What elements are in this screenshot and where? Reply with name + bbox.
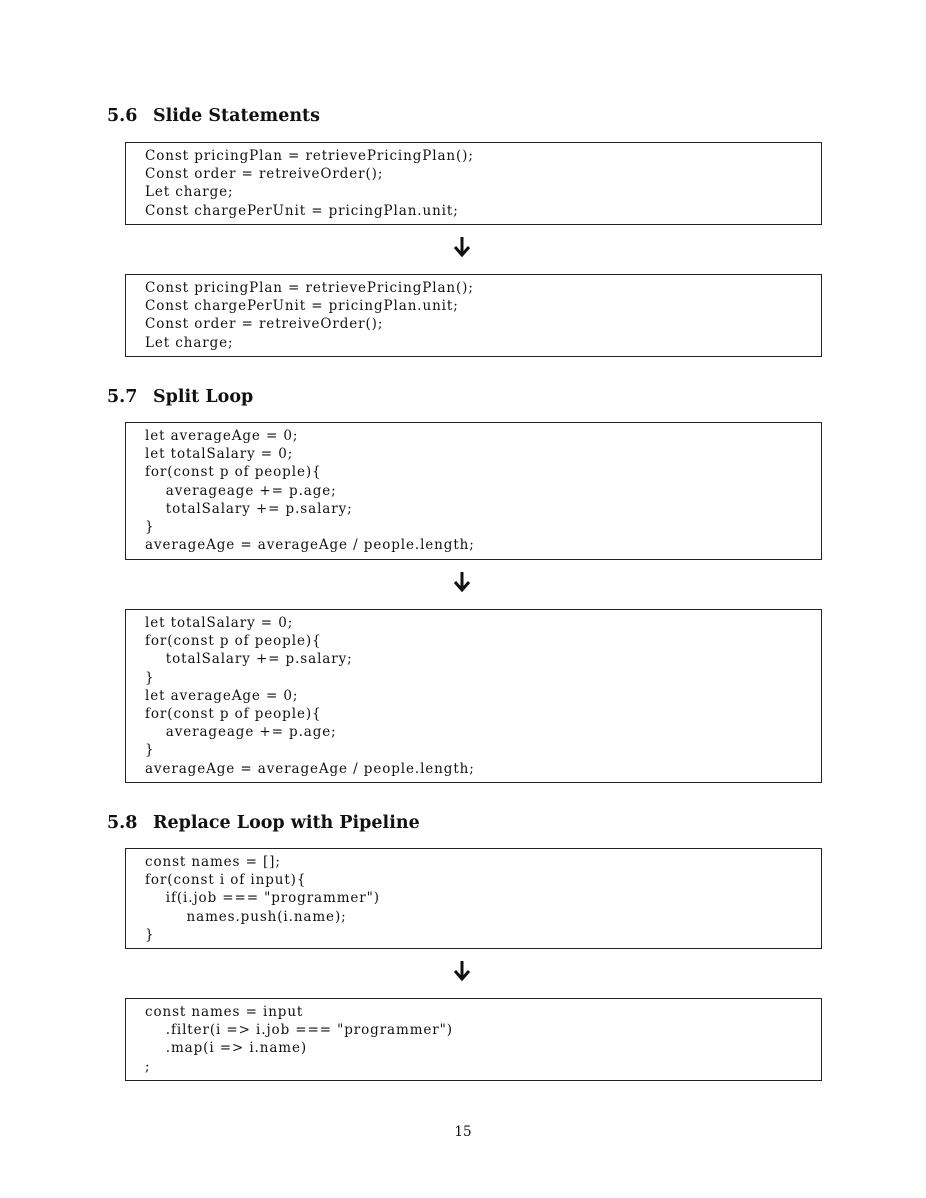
code-line: Const order = retreiveOrder(); — [145, 316, 384, 333]
code-line: Const chargePerUnit = pricingPlan.unit; — [145, 298, 459, 315]
code-line: .map(i => i.name) — [145, 1040, 308, 1057]
section-title: Replace Loop with Pipeline — [153, 813, 420, 833]
section-heading: 5.8 Replace Loop with Pipeline — [107, 812, 824, 834]
code-line: averageAge = averageAge / people.length; — [145, 760, 475, 777]
section-title: Slide Statements — [153, 106, 320, 126]
section-title: Split Loop — [153, 387, 254, 407]
section-number: 5.7 — [107, 387, 138, 407]
code-line: Let charge; — [145, 334, 234, 351]
code-line: let averageAge = 0; — [145, 687, 299, 704]
code-line: let averageAge = 0; — [145, 428, 299, 444]
section-heading: 5.6 Slide Statements — [107, 105, 824, 127]
down-arrow-icon — [453, 237, 471, 258]
code-line: averageage += p.age; — [145, 482, 337, 499]
code-line: Const chargePerUnit = pricingPlan.unit; — [145, 202, 459, 219]
code-line: for(const p of people){ — [145, 705, 322, 722]
code-before: const names = []; for(const i of input){… — [125, 848, 822, 949]
code-line: let totalSalary = 0; — [145, 446, 294, 463]
code-line: if(i.job === "programmer") — [145, 890, 380, 907]
code-line: .filter(i => i.job === "programmer") — [145, 1022, 453, 1039]
code-before: Const pricingPlan = retrievePricingPlan(… — [125, 142, 822, 225]
section-slide-statements: 5.6 Slide Statements Const pricingPlan = … — [107, 105, 824, 357]
section-split-loop: 5.7 Split Loop let averageAge = 0; let to… — [107, 386, 824, 783]
code-line: const names = []; — [145, 854, 281, 870]
code-line: ; — [145, 1058, 151, 1075]
code-line: Const order = retreiveOrder(); — [145, 166, 384, 183]
section-number: 5.8 — [107, 813, 138, 833]
code-line: } — [145, 518, 155, 535]
code-line: totalSalary += p.salary; — [145, 651, 353, 668]
down-arrow-icon — [453, 961, 471, 982]
code-line: averageAge = averageAge / people.length; — [145, 537, 475, 554]
code-line: } — [145, 926, 155, 943]
code-line: averageage += p.age; — [145, 724, 337, 741]
code-line: Let charge; — [145, 184, 234, 201]
code-line: let totalSalary = 0; — [145, 615, 294, 631]
section-replace-loop-with-pipeline: 5.8 Replace Loop with Pipeline const name… — [107, 812, 824, 1081]
code-line: Const pricingPlan = retrievePricingPlan(… — [145, 148, 474, 164]
code-line: } — [145, 669, 155, 686]
section-heading: 5.7 Split Loop — [107, 386, 824, 408]
code-line: Const pricingPlan = retrievePricingPlan(… — [145, 280, 474, 296]
code-after: let totalSalary = 0; for(const p of peop… — [125, 609, 822, 783]
code-line: for(const p of people){ — [145, 633, 322, 650]
page-number: 15 — [454, 1124, 472, 1140]
code-line: totalSalary += p.salary; — [145, 500, 353, 517]
code-line: for(const p of people){ — [145, 464, 322, 481]
section-number: 5.6 — [107, 106, 138, 126]
code-after: const names = input .filter(i => i.job =… — [125, 998, 822, 1081]
code-line: const names = input — [145, 1004, 304, 1020]
code-before: let averageAge = 0; let totalSalary = 0;… — [125, 422, 822, 560]
code-line: for(const i of input){ — [145, 872, 307, 889]
code-line: names.push(i.name); — [145, 908, 347, 925]
code-after: Const pricingPlan = retrievePricingPlan(… — [125, 274, 822, 357]
down-arrow-icon — [453, 572, 471, 593]
code-line: } — [145, 742, 155, 759]
